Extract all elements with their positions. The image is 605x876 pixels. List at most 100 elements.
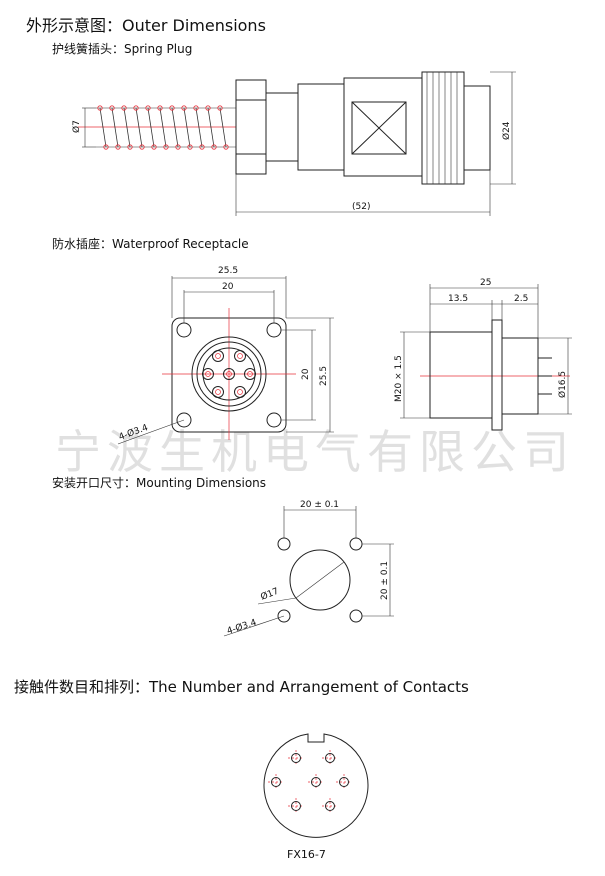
spring-coil [171,107,179,148]
spring-coil-dot [145,105,151,111]
contact-pin [202,368,214,380]
contact-arrangement-drawing: FX16-7 [263,733,369,861]
mounting-hole [277,609,291,623]
spring-coil-dot [181,105,187,111]
receptacle-side-view: 25 13.5 2.5 M20 × 1.5 Ø16.5 [394,278,572,431]
spring-coil-dot [211,144,217,150]
spring-coil [183,107,191,148]
spring-coil-dot [169,105,175,111]
knurled-ring [421,71,465,185]
contact-pin-center [215,353,221,359]
spring-coil-dot [193,105,199,111]
spring-coil-dot [223,144,229,150]
contact-pin-center [226,371,232,377]
coupling-sleeve [343,77,423,177]
mount-dia-17-label: Ø17 [259,586,280,603]
spring-coil-dot [217,105,223,111]
front-holes-label: 4-Ø3.4 [117,422,150,443]
mounting-dimensions-title: 安装开口尺寸：Mounting Dimensions [52,476,267,490]
spring-coil [123,107,131,148]
spring-coil-dot [157,105,163,111]
spring-coil-dot [97,105,103,111]
spring-plug-drawing: Ø7 Ø24 (52) [71,71,516,216]
plug-dia-7-label: Ø7 [71,120,82,133]
plug-body [297,83,345,171]
spring-coil [147,107,155,148]
contact-pin [234,350,246,362]
contacts-arrangement-title: 接触件数目和排列：The Number and Arrangement of C… [14,678,469,696]
spring-coils [78,105,236,150]
side-length-13-5-label: 13.5 [448,294,468,304]
side-length-2-5-label: 2.5 [514,294,528,304]
spring-coil [111,107,119,148]
contact-pin [212,386,224,398]
mounting-cutout-drawing: 20 ± 0.1 20 ± 0.1 Ø17 4-Ø3.4 [223,500,394,637]
spring-coil-dot [133,105,139,111]
waterproof-receptacle-title: 防水插座：Waterproof Receptacle [52,237,249,251]
mounting-hole [277,537,291,551]
spring-coil-dot [139,144,145,150]
contact-position [291,753,301,763]
outer-dimensions-title: 外形示意图：Outer Dimensions [26,16,266,35]
contact-pin [234,386,246,398]
mounting-hole [349,537,363,551]
plug-length-52-label: (52) [352,202,370,212]
spring-coil-dot [103,144,109,150]
contact-pin-center [215,389,221,395]
model-label: FX16-7 [287,848,326,861]
mounting-hole [176,322,192,338]
spring-coil-dot [151,144,157,150]
plug-front [463,85,491,171]
spring-coil-dot [187,144,193,150]
contact-position [339,777,349,787]
front-height-25-5-label: 25.5 [319,366,329,386]
contact-position [291,801,301,811]
contact-position [311,777,321,787]
spring-coil [135,107,143,148]
spring-coil [159,107,167,148]
spring-coil [195,107,203,148]
contact-position [271,777,281,787]
mounting-hole [349,609,363,623]
mounting-hole [176,412,192,428]
spring-coil-dot [115,144,121,150]
side-thread-label: M20 × 1.5 [394,355,404,402]
spring-coil-dot [121,105,127,111]
company-watermark: 宁波生机电气有限公司 [55,425,575,479]
plug-body-neck [265,92,299,162]
side-length-25-label: 25 [480,278,491,288]
contact-pin-center [205,371,211,377]
mount-width-label: 20 ± 0.1 [300,500,339,510]
front-width-20-label: 20 [222,282,234,292]
spring-coil-dot [205,105,211,111]
spring-plug-title: 护线簧插头：Spring Plug [52,42,193,56]
cutout-circle [289,549,351,611]
contact-pin [223,368,235,380]
spring-coil-dot [127,144,133,150]
spring-coil [207,107,215,148]
contact-pin-center [237,353,243,359]
side-dia-16-5-label: Ø16.5 [557,371,568,398]
plug-dia-24-label: Ø24 [501,121,512,140]
contact-pin-center [237,389,243,395]
mounting-hole [266,412,282,428]
insert-outline [263,733,369,838]
contact-position [325,753,335,763]
spring-coil-dot [175,144,181,150]
spring-coil [219,107,227,148]
contact-pin-center [247,371,253,377]
spring-coil-dot [199,144,205,150]
mount-height-label: 20 ± 0.1 [380,561,390,600]
contact-pin [244,368,256,380]
front-width-25-5-label: 25.5 [218,266,238,276]
mount-holes-label: 4-Ø3.4 [226,617,259,637]
front-height-20-label: 20 [301,368,311,380]
contact-pin [212,350,224,362]
spring-coil-dot [163,144,169,150]
contact-position [325,801,335,811]
side-body [429,331,493,419]
receptacle-front-view: 25.5 20 20 25.5 4-Ø3.4 [117,266,334,445]
spring-coil [99,107,107,148]
hex-nut [235,79,267,175]
